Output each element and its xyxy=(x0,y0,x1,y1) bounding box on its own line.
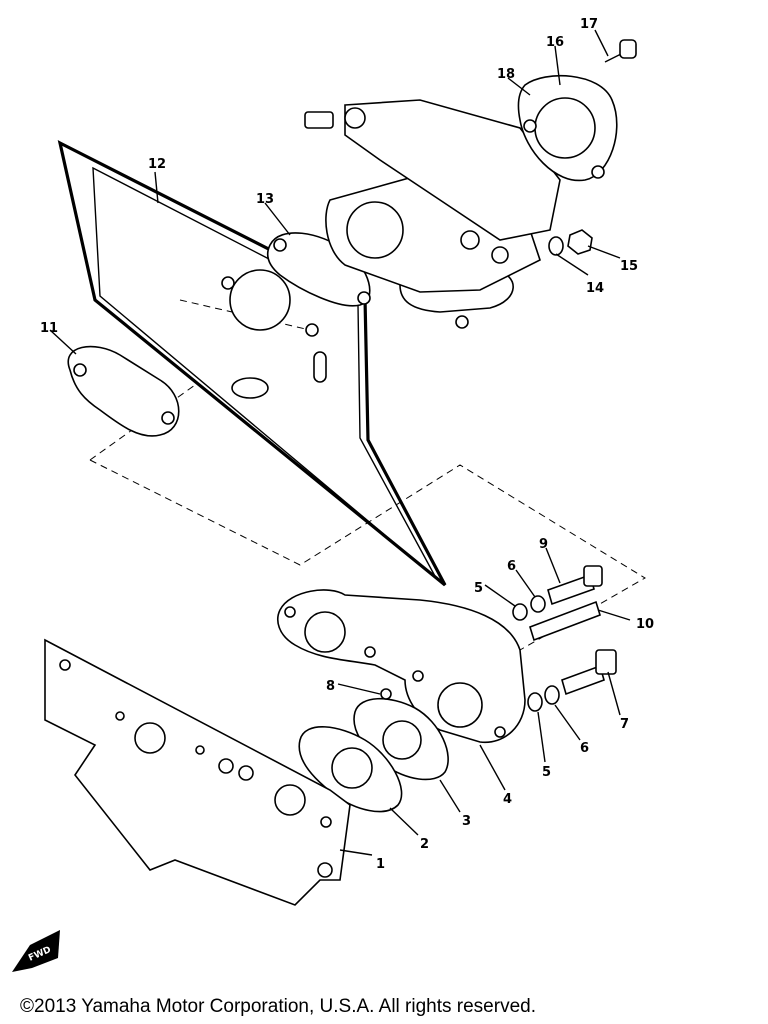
callout-3: 3 xyxy=(462,814,471,829)
part-11-gasket xyxy=(67,345,180,437)
callout-5-lower: 5 xyxy=(542,765,551,780)
callout-4: 4 xyxy=(503,792,512,807)
callout-2: 2 xyxy=(420,837,429,852)
copyright-notice: ©2013 Yamaha Motor Corporation, U.S.A. A… xyxy=(20,996,536,1017)
part-4-manifold xyxy=(277,589,526,743)
callout-15: 15 xyxy=(620,259,638,274)
callout-5-upper: 5 xyxy=(474,581,483,596)
callout-6-lower: 6 xyxy=(580,741,589,756)
callout-18: 18 xyxy=(497,67,515,82)
callout-labels: 1 2 3 4 5 5 6 6 7 8 9 10 11 12 13 14 15 … xyxy=(40,17,654,872)
part-1-heat-shield xyxy=(44,638,351,906)
callout-1: 1 xyxy=(376,857,385,872)
fwd-arrow-icon: FWD xyxy=(12,930,60,972)
leader-lines xyxy=(49,29,631,856)
part-2-gasket xyxy=(298,726,403,813)
callout-6-upper: 6 xyxy=(507,559,516,574)
exploded-parts-diagram: 1 2 3 4 5 5 6 6 7 8 9 10 11 12 13 14 15 … xyxy=(12,17,654,972)
callout-11: 11 xyxy=(40,321,58,336)
callout-9: 9 xyxy=(539,537,548,552)
parts-5-10-fasteners xyxy=(380,565,617,712)
callout-10: 10 xyxy=(636,617,654,632)
callout-7: 7 xyxy=(620,717,629,732)
callout-16: 16 xyxy=(546,35,564,50)
part-17-screw xyxy=(604,39,637,63)
callout-13: 13 xyxy=(256,192,274,207)
callout-17: 17 xyxy=(580,17,598,32)
callout-12: 12 xyxy=(148,157,166,172)
carburetor-assembly xyxy=(304,99,561,329)
callout-14: 14 xyxy=(586,281,604,296)
parts-14-15-washer-nut xyxy=(548,229,593,256)
part-18-adaptor xyxy=(517,75,618,182)
callout-8: 8 xyxy=(326,679,335,694)
